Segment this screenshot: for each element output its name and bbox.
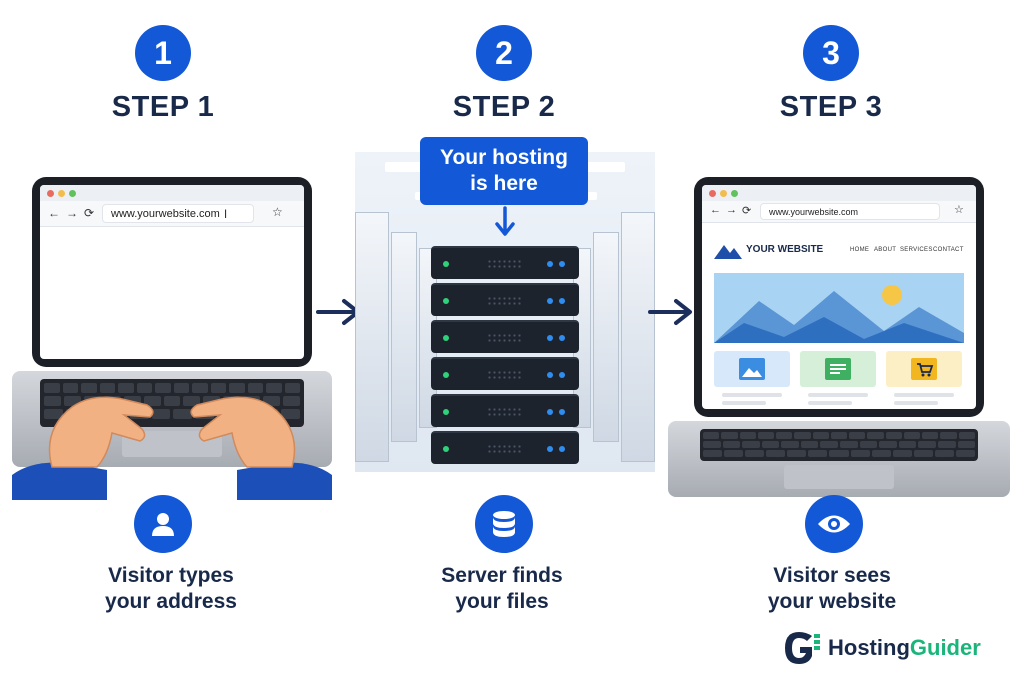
database-icon <box>475 495 533 553</box>
server-cabinet-right <box>593 232 619 442</box>
step-3-caption: Visitor sees your website <box>712 563 952 615</box>
shopping-cart-icon <box>911 358 937 380</box>
browser-window-1: ← → ⟳ www.yourwebsite.com I ☆ <box>40 185 304 359</box>
user-icon <box>134 495 192 553</box>
step-2-number-badge: 2 <box>476 25 532 81</box>
eye-icon <box>805 495 863 553</box>
server-cabinet-right <box>621 212 655 462</box>
step-2-title: STEP 2 <box>452 91 556 123</box>
site-nav-contact[interactable]: CONTACT <box>933 247 964 253</box>
close-dot-icon <box>709 190 716 197</box>
server-rack-unit <box>431 283 579 316</box>
bookmark-star-icon[interactable]: ☆ <box>272 205 283 219</box>
laptop-website: ← → ⟳ www.yourwebsite.com ☆ YOUR WEBSITE… <box>668 177 1010 497</box>
step-2-caption-line-1: Server finds <box>441 564 563 587</box>
step-3-caption-line-1: Visitor sees <box>773 564 891 587</box>
image-icon <box>739 358 765 380</box>
laptop-visitor: ← → ⟳ www.yourwebsite.com I ☆ <box>12 175 332 500</box>
laptop-3-trackpad <box>784 465 894 489</box>
minimize-dot-icon <box>720 190 727 197</box>
laptop-3-screen-frame: ← → ⟳ www.yourwebsite.com ☆ YOUR WEBSITE… <box>694 177 984 417</box>
back-arrow-icon[interactable]: ← <box>710 204 721 216</box>
maximize-dot-icon <box>69 190 76 197</box>
brand-name-part-2: Guider <box>909 635 981 660</box>
ceiling-light <box>385 162 425 172</box>
typing-hands-icon <box>12 396 332 500</box>
document-icon <box>825 358 851 380</box>
site-logo-mountain-icon <box>714 245 742 259</box>
feature-card-text <box>800 351 876 387</box>
browser-3-address-text: www.yourwebsite.com <box>769 206 859 217</box>
server-rack-unit <box>431 431 579 464</box>
forward-arrow-icon[interactable]: → <box>66 206 78 220</box>
browser-3-address-bar[interactable]: www.yourwebsite.com <box>760 203 940 220</box>
step-2-caption-line-2: your files <box>455 590 549 613</box>
server-rack-unit <box>431 394 579 427</box>
server-cabinet-left <box>355 212 389 462</box>
hosting-callout-box: Your hosting is here <box>420 137 588 205</box>
hosting-callout-line-1: Your hosting <box>440 146 568 169</box>
feature-card-shop <box>886 351 962 387</box>
bookmark-star-icon[interactable]: ☆ <box>954 204 964 216</box>
hostingguider-logo: HostingGuider <box>782 628 1012 668</box>
minimize-dot-icon <box>58 190 65 197</box>
reload-icon[interactable]: ⟳ <box>742 205 752 217</box>
laptop-1-screen-frame: ← → ⟳ www.yourwebsite.com I ☆ <box>32 177 312 367</box>
step-1-title: STEP 1 <box>111 91 215 123</box>
laptop-3-base <box>668 421 1010 497</box>
step-2-caption: Server finds your files <box>382 563 622 615</box>
feature-card-image <box>714 351 790 387</box>
server-room-illustration <box>355 152 655 472</box>
browser-1-toolbar: ← → ⟳ www.yourwebsite.com I ☆ <box>40 201 304 227</box>
site-nav-home[interactable]: HOME <box>850 247 870 253</box>
maximize-dot-icon <box>731 190 738 197</box>
step-1-caption-line-2: your address <box>105 590 237 613</box>
browser-1-address-text: www.yourwebsite.com <box>111 207 220 220</box>
arrow-right-icon <box>648 299 692 325</box>
text-cursor-icon: I <box>223 206 228 221</box>
site-title[interactable]: YOUR WEBSITE <box>746 244 824 255</box>
close-dot-icon <box>47 190 54 197</box>
browser-1-address-bar[interactable]: www.yourwebsite.com I <box>102 204 254 223</box>
step-1-caption: Visitor types your address <box>51 563 291 615</box>
brand-name-part-1: Hosting <box>828 635 910 660</box>
browser-1-title-bar <box>40 185 304 201</box>
step-3-number-badge: 3 <box>803 25 859 81</box>
ceiling-light <box>585 162 625 172</box>
step-3-caption-line-2: your website <box>767 590 897 613</box>
hosting-callout-line-2: is here <box>470 172 538 195</box>
step-1-caption-line-1: Visitor types <box>108 564 234 587</box>
arrow-down-icon <box>495 206 515 236</box>
browser-window-3: ← → ⟳ www.yourwebsite.com ☆ YOUR WEBSITE… <box>702 185 976 409</box>
step-3-title: STEP 3 <box>779 91 883 123</box>
back-arrow-icon[interactable]: ← <box>48 206 60 220</box>
hostingguider-logo-mark-icon <box>785 632 820 664</box>
server-rack-unit <box>431 320 579 353</box>
server-rack-unit <box>431 246 579 279</box>
laptop-3-keyboard <box>700 429 978 461</box>
site-nav-services[interactable]: SERVICES <box>900 247 933 253</box>
server-cabinet-left <box>391 232 417 442</box>
forward-arrow-icon[interactable]: → <box>726 204 737 216</box>
server-rack-unit <box>431 357 579 390</box>
hero-landscape-image <box>714 273 964 343</box>
browser-3-title-bar <box>702 185 976 201</box>
brand-name: HostingGuider <box>828 635 981 661</box>
step-1-number-badge: 1 <box>135 25 191 81</box>
browser-3-toolbar: ← → ⟳ www.yourwebsite.com ☆ <box>702 201 976 223</box>
site-nav-about[interactable]: ABOUT <box>874 247 897 253</box>
reload-icon[interactable]: ⟳ <box>84 206 95 220</box>
